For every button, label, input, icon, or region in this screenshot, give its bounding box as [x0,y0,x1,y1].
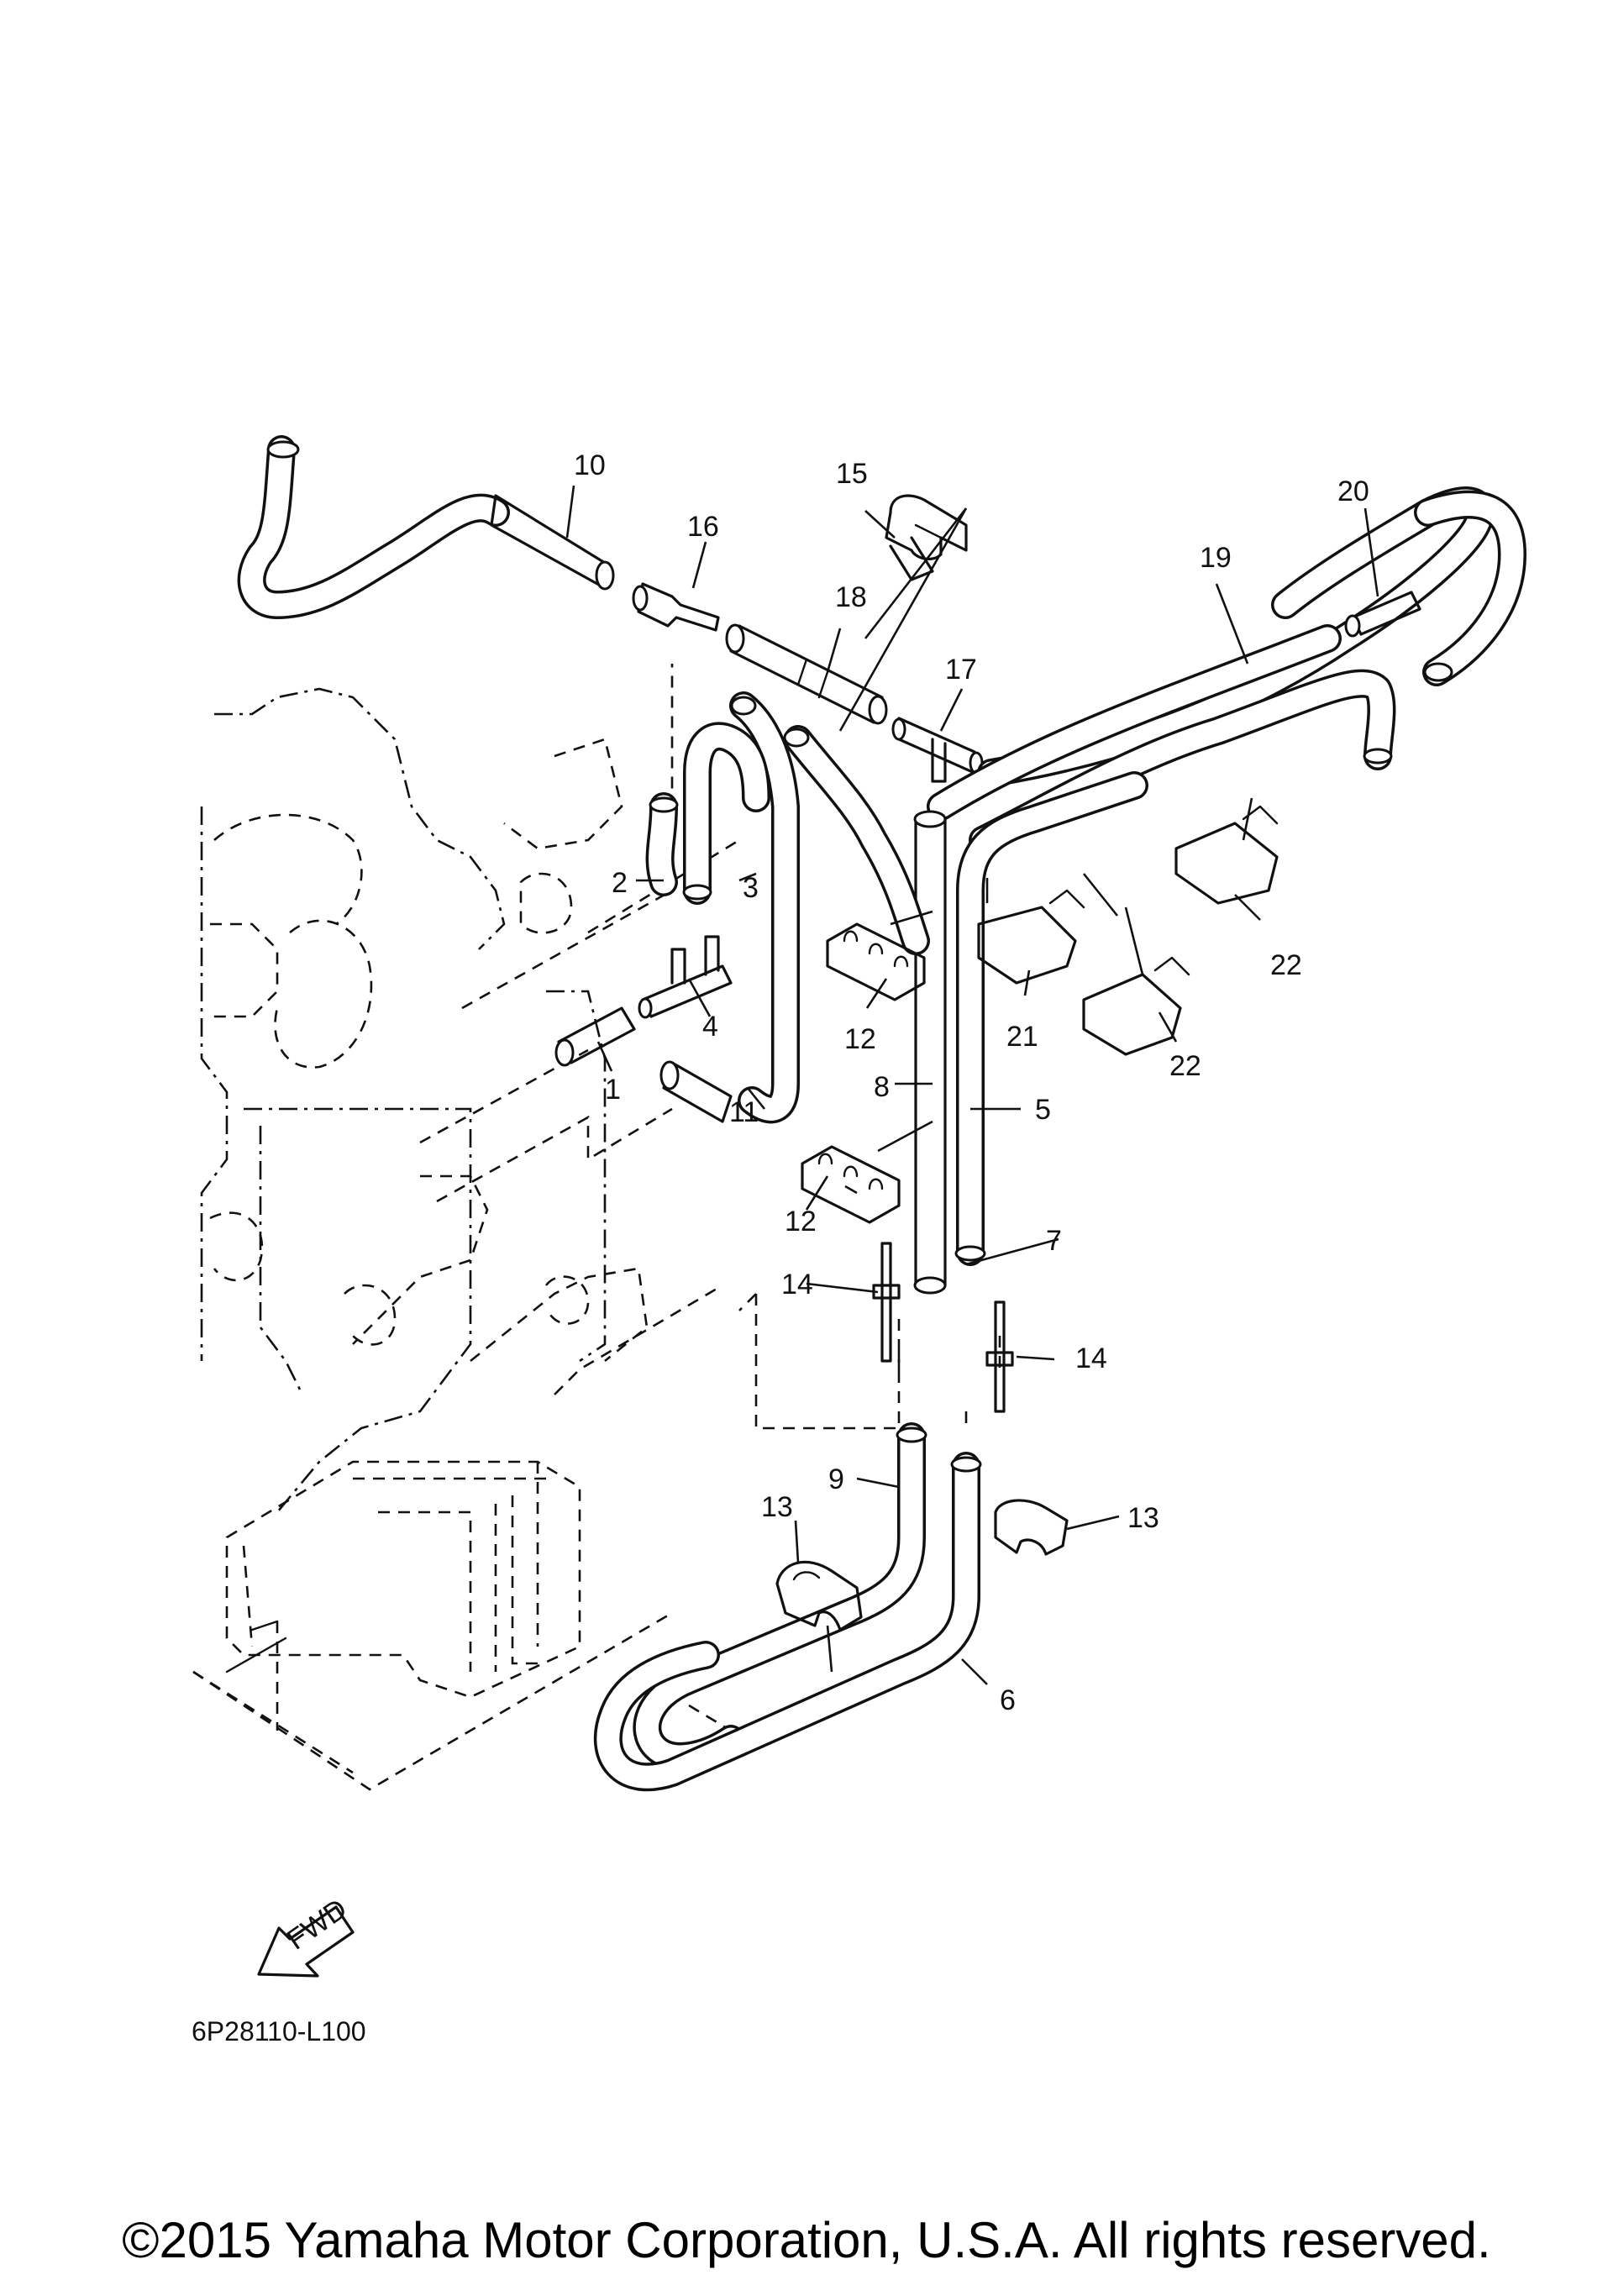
hose-center-diagonal [783,725,930,955]
part-label-18: 18 [835,581,867,613]
part-label-7: 7 [1046,1225,1062,1257]
fwd-arrow-icon: FWD [257,1893,355,1978]
clip-15 [885,494,968,581]
hose-8 [913,810,947,1295]
hose-2 [645,792,679,896]
part-label-9: 9 [828,1463,844,1495]
clamp-12-upper [826,922,926,1001]
hose-10 [237,435,615,619]
hose-18 [725,623,888,725]
hose-19 [927,486,1526,821]
part-label-1: 1 [605,1074,621,1106]
part-label-12-upper: 12 [844,1023,876,1055]
clip-22-right [1174,805,1279,905]
hose-3 [682,722,770,905]
label-leaders [565,485,1379,1685]
check-valve-16 [632,582,720,632]
part-label-5: 5 [1035,1094,1051,1126]
part-label-22-right: 22 [1270,949,1302,981]
hose-1 [554,1006,636,1067]
part-label-13-right: 13 [1127,1502,1159,1534]
clip-22-center [1082,956,1190,1056]
part-label-16: 16 [687,511,719,543]
tee-joint-17 [891,717,984,783]
part-label-12-lower: 12 [785,1206,817,1237]
part-label-17: 17 [945,654,977,686]
part-label-21: 21 [1006,1021,1038,1053]
part-label-11: 11 [729,1096,759,1128]
part-label-6: 6 [1000,1684,1016,1716]
reference-lines [419,664,1001,1732]
part-label-14-right: 14 [1075,1342,1107,1374]
part-label-19: 19 [1200,542,1232,574]
part-label-2: 2 [612,867,628,899]
part-label-14-left: 14 [781,1269,813,1300]
part-label-15: 15 [836,458,868,490]
clip-21 [977,889,1085,985]
canister [192,1460,673,1791]
copyright-notice: ©2015 Yamaha Motor Corporation, U.S.A. A… [122,2212,1491,2268]
union-14-right [985,1300,1014,1413]
part-label-8: 8 [874,1071,890,1103]
hose-5 [954,771,1148,1266]
clamp-12-lower [801,1145,901,1224]
union-14-left [872,1242,901,1363]
grommet-13-right [994,1499,1069,1556]
hose-11 [659,691,800,1124]
engine-outline [200,687,649,1513]
part-label-22-center: 22 [1169,1050,1201,1082]
part-label-4: 4 [702,1011,718,1043]
fwd-label: FWD [281,1893,353,1957]
diagram-code: 6P28110-L100 [192,2016,366,2046]
grommet-13-left [775,1560,863,1631]
part-labels: 10 15 16 18 17 20 19 2 3 4 1 11 12 12 8 … [574,449,1369,1716]
part-label-3: 3 [743,872,759,904]
part-label-20: 20 [1337,475,1369,507]
tee-fitting-4 [638,935,733,1019]
part-label-10: 10 [574,449,606,481]
hose-6 [593,1452,982,1792]
part-label-13-left: 13 [761,1491,793,1523]
